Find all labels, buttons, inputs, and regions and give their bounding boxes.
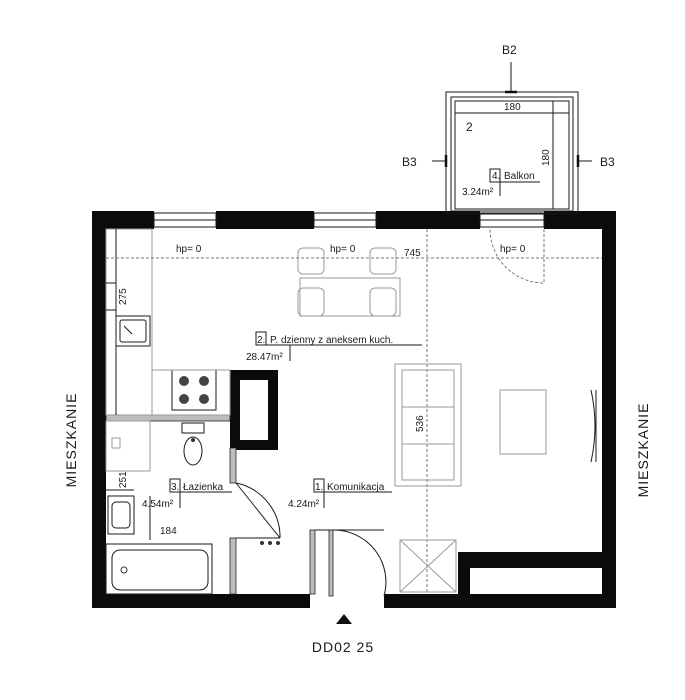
section-mark-top: B2 [502, 43, 517, 57]
balcony-width-dim: 180 [504, 102, 521, 113]
bottom-wall-right [384, 594, 616, 608]
section-mark-left: B3 [402, 155, 417, 169]
room-3-number: 3. [171, 482, 179, 493]
sofa [394, 363, 462, 487]
section-mark-right: B3 [600, 155, 615, 169]
column-void [240, 380, 268, 440]
top-wall-end [544, 211, 616, 229]
kitchen-sink [115, 315, 151, 347]
bath-width-dim: 184 [160, 526, 177, 537]
toilet [183, 436, 203, 466]
window-height-mid: hp= 0 [330, 244, 356, 255]
chair [369, 247, 397, 275]
niche-wall [458, 552, 608, 568]
balcony-depth-dim: 180 [541, 149, 552, 166]
neighbor-right-label: MIESZKANIE [635, 403, 651, 498]
bath-right-wall-lower [229, 537, 237, 595]
top-wall-left [92, 211, 154, 229]
bottom-wall-left [92, 594, 310, 608]
room-4-area: 3.24m² [462, 187, 494, 198]
window-height-left: hp= 0 [176, 244, 202, 255]
top-wall-right [376, 211, 480, 229]
dining-table [299, 277, 401, 317]
wardrobe [399, 539, 457, 593]
exterior-walls [92, 211, 616, 608]
toilet-tank [181, 422, 205, 434]
room-1-area: 4.24m² [288, 499, 320, 510]
living-area: 745 536 [106, 229, 602, 594]
room-1-number: 1. [315, 482, 323, 493]
kitchen: 275 [105, 228, 231, 416]
neighbor-left-label: MIESZKANIE [63, 393, 79, 488]
kitchen-run-dim: 275 [118, 288, 129, 305]
left-wall [92, 211, 106, 608]
bath-top-wall [105, 414, 231, 422]
top-wall-mid [216, 211, 314, 229]
balcony-door-swing [489, 228, 545, 284]
balcony-stair-mark: 2 [466, 120, 473, 134]
tv [590, 389, 596, 463]
balcony: 180 180 2 4. Balkon 3.24m² [445, 91, 579, 215]
chair [369, 287, 397, 317]
room-labels: 2. P. dzienny z aneksem kuch. 28.47m² 3.… [142, 331, 422, 510]
bath-depth-dim: 251 [118, 471, 129, 488]
room-2-area: 28.47m² [246, 352, 283, 363]
chair [297, 287, 325, 317]
bath-door-swing [235, 482, 281, 539]
window-height-right: hp= 0 [500, 244, 526, 255]
room-1-name: Komunikacja [327, 482, 385, 493]
coffee-table [499, 389, 547, 455]
room-depth-dim: 536 [415, 415, 426, 432]
niche-wall-side [458, 552, 470, 596]
section-marks: B2 B3 B3 [402, 43, 615, 169]
kitchen-counter [105, 228, 153, 416]
room-3-name: Łazienka [183, 482, 223, 493]
room-3-area: 4.54m² [142, 499, 174, 510]
bathtub [105, 543, 213, 595]
entry-door-swing [332, 529, 387, 597]
balcony-rail [450, 96, 574, 212]
windows [153, 212, 545, 284]
plan-code: DD02 25 [312, 639, 374, 655]
balcony-inner [454, 100, 570, 210]
window-height-labels: hp= 0 hp= 0 hp= 0 [176, 244, 526, 255]
partitions [105, 414, 387, 597]
room-4-number: 4. [492, 171, 500, 182]
dining-set [297, 247, 401, 317]
room-2-number: 2. [257, 335, 265, 346]
bathroom-fixtures: 251 184 [105, 420, 280, 595]
room-2-name: P. dzienny z aneksem kuch. [270, 335, 393, 346]
right-wall [602, 211, 616, 608]
washbasin [107, 495, 135, 535]
entrance-arrow-icon [336, 614, 352, 624]
room-width-dim: 745 [404, 248, 421, 259]
chair [297, 247, 325, 275]
room-4-name: Balkon [504, 171, 535, 182]
entry-wall [309, 529, 316, 595]
bath-right-wall-upper [229, 447, 237, 484]
cooktop [171, 369, 217, 411]
